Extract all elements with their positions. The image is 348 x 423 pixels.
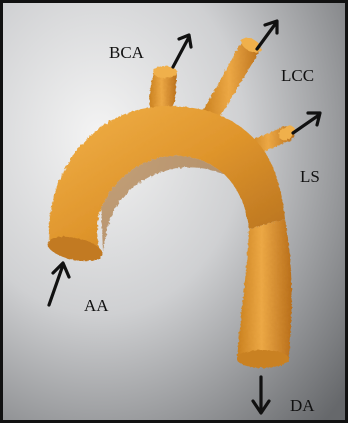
bca-label: BCA: [109, 44, 144, 61]
aa-label: AA: [84, 297, 109, 314]
da-label: DA: [290, 397, 315, 414]
ls-label: LS: [300, 168, 320, 185]
descending-end: [237, 350, 289, 368]
lcc-label: LCC: [281, 67, 314, 84]
